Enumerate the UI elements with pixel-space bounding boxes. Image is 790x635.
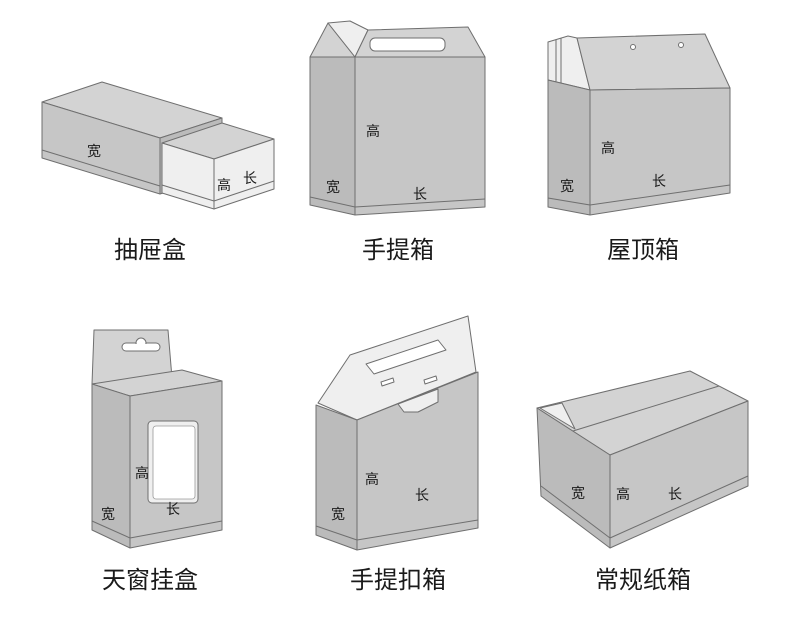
drawer-box-length-label: 长	[243, 171, 257, 187]
regular-carton-side-fold-line	[540, 485, 611, 539]
regular-carton-flap-seam	[572, 385, 720, 432]
drawer-box-sleeve-fold-line	[41, 149, 161, 187]
handle-buckle-box-width-label: 宽	[331, 506, 345, 523]
handle-box: 高 宽 长 手提箱	[309, 20, 486, 264]
handle-box-length-label: 长	[413, 187, 427, 203]
hanging-window-box-side-fold-line	[91, 520, 131, 539]
handle-buckle-box-handle-slot	[365, 339, 447, 375]
regular-carton-height-label: 高	[616, 486, 630, 503]
hanging-window-box-window	[152, 425, 196, 500]
roof-box-side-fold-line	[547, 197, 591, 206]
regular-carton-front-fold-line	[609, 475, 749, 539]
roof-box-roof-front	[576, 33, 731, 91]
hanging-window-box-hang-hole	[121, 337, 161, 352]
handle-box-side-fold-line	[309, 196, 356, 208]
roof-box-height-label: 高	[601, 140, 615, 157]
handle-buckle-box-side-fold-line	[315, 525, 358, 541]
handle-buckle-box: 高 宽 长 手提扣箱	[315, 315, 479, 594]
drawer-box-caption: 抽屉盒	[114, 236, 186, 264]
roof-box-caption: 屋顶箱	[607, 236, 679, 264]
handle-buckle-box-height-label: 高	[365, 471, 379, 488]
drawer-box-drawer-end-face	[213, 138, 275, 210]
roof-box-width-label: 宽	[560, 178, 574, 195]
roof-box-front-fold-line	[589, 184, 731, 206]
regular-carton-width-label: 宽	[571, 485, 585, 502]
handle-buckle-box-front-face	[356, 371, 479, 551]
hang-hole-fill	[124, 344, 158, 350]
hanging-window-box-height-label: 高	[135, 465, 149, 482]
hanging-window-box-caption: 天窗挂盒	[102, 566, 198, 594]
handle-buckle-box-tuck-tab	[397, 388, 439, 413]
handle-box-front-fold-line	[354, 198, 486, 208]
handle-box-handle-hole	[369, 37, 446, 52]
drawer-box-height-label: 高	[217, 177, 231, 194]
regular-carton-flap-edge	[539, 402, 576, 430]
roof-box-length-label: 长	[652, 174, 666, 190]
handle-buckle-box-slit	[423, 375, 438, 385]
regular-carton-length-label: 长	[668, 487, 682, 503]
drawer-box-drawer-fold-line	[161, 184, 215, 202]
hanging-window-box-length-label: 长	[166, 502, 180, 518]
handle-buckle-box-length-label: 长	[415, 488, 429, 504]
drawer-box: 宽 高 长 抽屉盒	[41, 81, 275, 264]
regular-carton-front-face	[609, 400, 749, 549]
roof-box-front-face	[589, 87, 731, 216]
roof-box-hole	[630, 44, 636, 50]
hanging-window-box-width-label: 宽	[101, 506, 115, 523]
handle-buckle-box-front-fold-line	[356, 519, 479, 541]
hanging-window-box-front-fold-line	[129, 520, 223, 539]
handle-box-height-label: 高	[366, 123, 380, 140]
drawer-box-end-fold-line	[213, 180, 275, 202]
handle-buckle-box-slit	[380, 377, 395, 387]
handle-buckle-box-caption: 手提扣箱	[350, 566, 446, 594]
regular-carton-caption: 常规纸箱	[595, 566, 691, 594]
drawer-box-width-label: 宽	[87, 143, 101, 160]
regular-carton: 宽 高 长 常规纸箱	[536, 370, 749, 594]
handle-box-caption: 手提箱	[362, 236, 434, 264]
handle-box-front-face	[354, 56, 486, 216]
roof-box-hole	[678, 42, 684, 48]
hanging-window-box: 高 宽 长 天窗挂盒	[91, 329, 223, 594]
roof-box: 高 宽 长 屋顶箱	[547, 33, 731, 264]
handle-box-width-label: 宽	[326, 179, 340, 196]
